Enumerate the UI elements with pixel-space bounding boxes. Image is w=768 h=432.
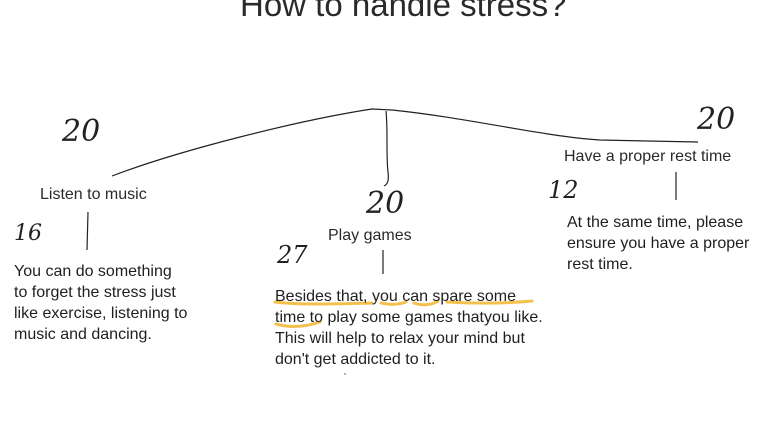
highlight-you (379, 300, 408, 306)
highlight-time-to (274, 320, 322, 328)
highlight-can (412, 299, 440, 307)
left-stem (86, 211, 89, 251)
branch-1-score-top: 20 (62, 114, 101, 149)
highlight-besides (273, 300, 374, 306)
highlighter-strokes (273, 299, 534, 328)
main-connector (111, 108, 699, 177)
branch-3-score-side: 12 (548, 176, 579, 204)
branch-1-score-side: 16 (14, 221, 42, 246)
branch-1-label: Listen to music (40, 186, 147, 203)
branch-2-label: Play games (328, 227, 412, 244)
branch-2-score-top: 20 (366, 186, 405, 221)
highlight-spare-some (445, 299, 534, 305)
branch-2-description: Besides that, you can spare some time to… (275, 288, 543, 368)
branch-3-label: Have a proper rest time (564, 148, 732, 165)
branch-1-description: You can do something to forget the stres… (14, 263, 188, 343)
center-connector (383, 110, 389, 187)
branch-3-score-top: 20 (697, 102, 736, 137)
branch-2-score-side: 27 (277, 241, 308, 269)
stray-dot (344, 373, 346, 375)
branch-3-description: At the same time, please ensure you have… (567, 214, 750, 273)
diagram-title: How to handle stress? (240, 0, 567, 23)
